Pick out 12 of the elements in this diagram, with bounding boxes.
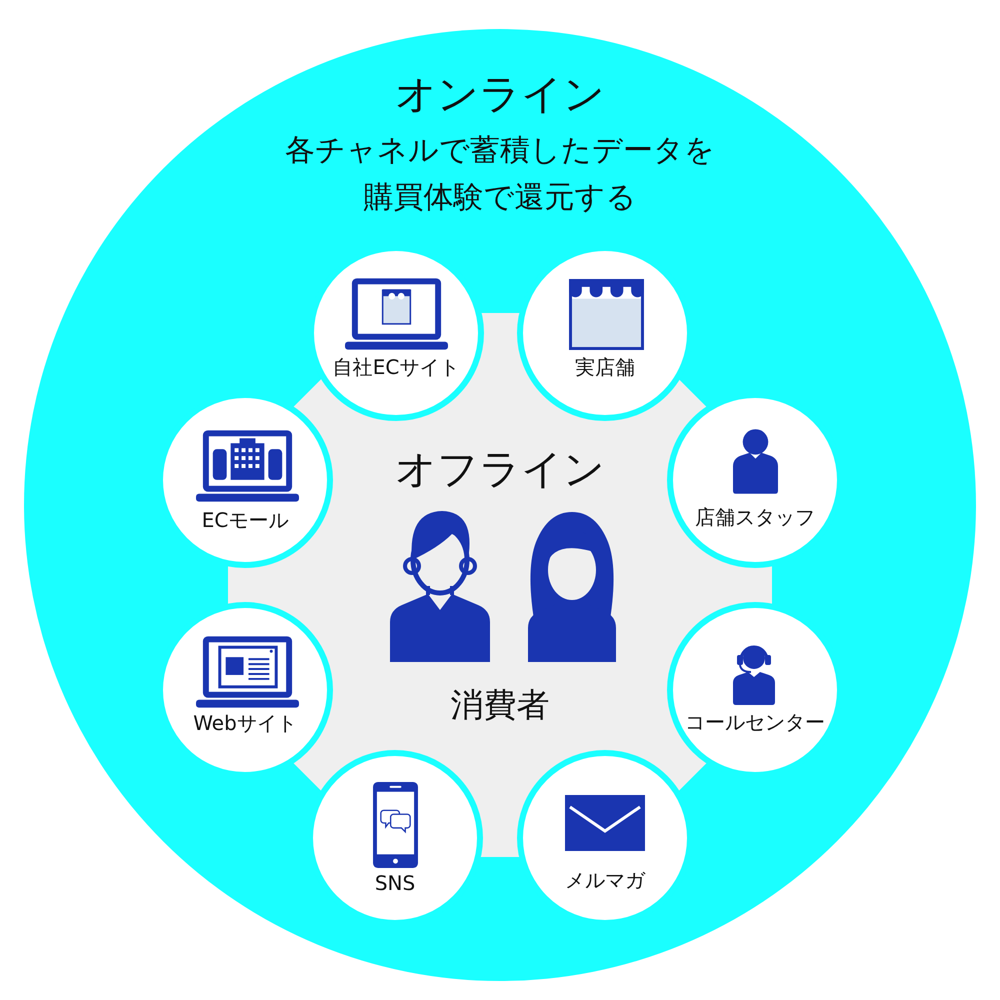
caption-text: 消費者 [450, 685, 550, 725]
heading-text: オンライン [395, 70, 605, 120]
channel-label: 実店舗 [575, 355, 635, 379]
subheading-text: 各チャネルで蓄積したデータを購買体験で還元する [284, 132, 716, 217]
channel-label: SNS [374, 871, 416, 895]
channel-label: コールセンター [685, 710, 825, 734]
heading-text: オフライン [395, 445, 605, 495]
channel-label: メルマガ [565, 868, 645, 892]
channel-label: ECモール [202, 508, 288, 532]
channel-label: 自社ECサイト [332, 355, 460, 379]
channel-label: Webサイト [193, 711, 297, 735]
channel-label: 店舗スタッフ [695, 505, 815, 529]
